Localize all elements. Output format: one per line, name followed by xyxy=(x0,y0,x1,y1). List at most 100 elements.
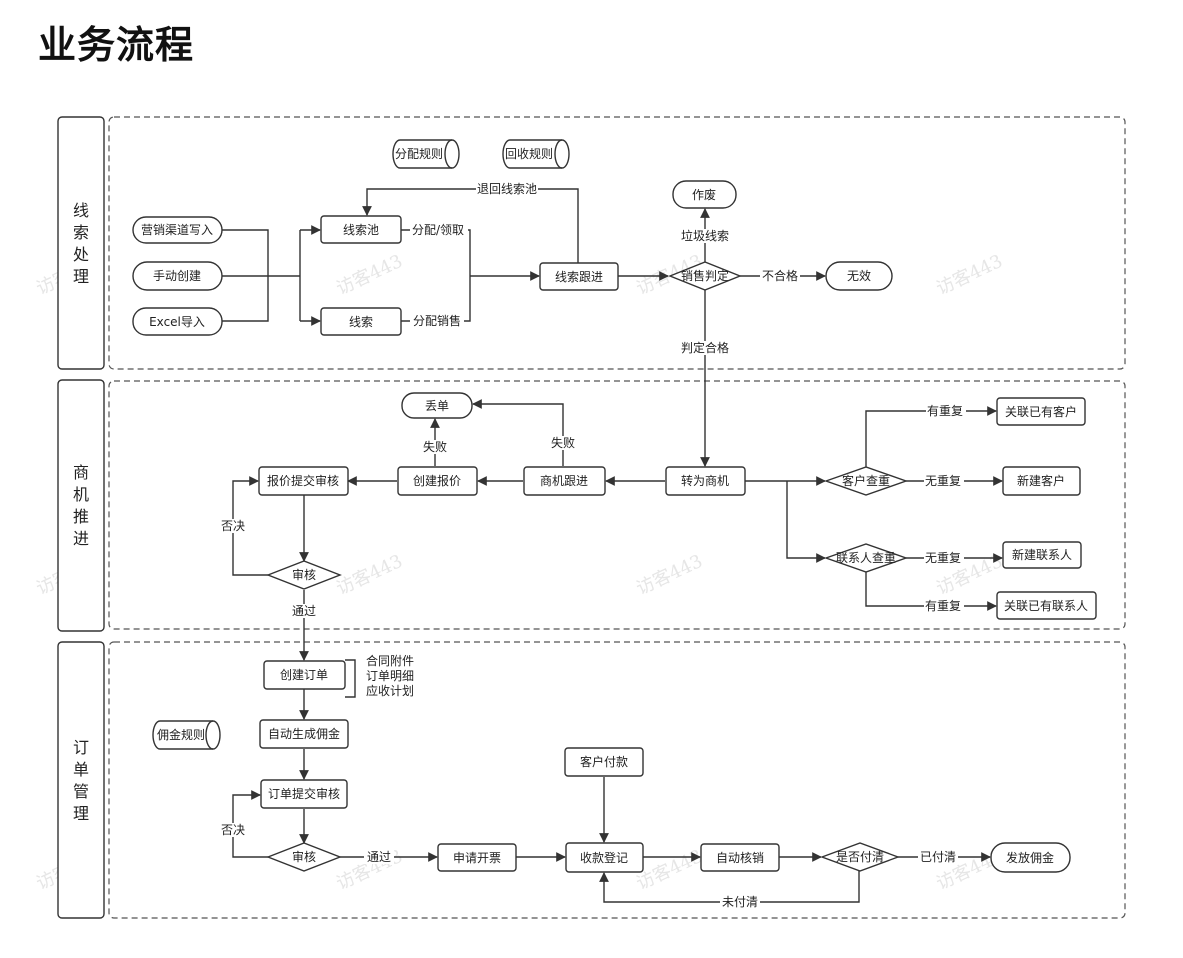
watermark: 访客443 xyxy=(933,251,1006,300)
lane-label-order: 订单管理 xyxy=(73,738,89,823)
node-manual-create-text: 手动创建 xyxy=(153,269,201,283)
node-link-customer xyxy=(996,397,1086,426)
lane-char: 处 xyxy=(73,245,89,264)
label-paid: 已付清 xyxy=(920,850,956,864)
node-receipt-text: 收款登记 xyxy=(580,850,628,865)
node-lost-text: 丢单 xyxy=(425,399,449,413)
node-lead-text: 线索 xyxy=(349,315,373,329)
commission-rule-text: 佣金规则 xyxy=(157,727,205,742)
node-void-text: 作废 xyxy=(692,187,716,202)
rule-recycle-cylinder: 回收规则 xyxy=(502,139,570,169)
node-quote-review xyxy=(258,466,349,496)
lane-char: 线 xyxy=(73,201,89,220)
nodes: 分配规则 回收规则 营销渠道写入 手动创建 Excel导入 线索池 线索 线索跟… xyxy=(132,139,1097,873)
label-has-dup-customer: 有重复 xyxy=(927,404,963,418)
watermarks: 访客443 访客443 访客443 访客443 访客443 访客443 访客44… xyxy=(33,251,1006,895)
lane-char: 推 xyxy=(73,507,89,526)
node-sales-judge-text: 销售判定 xyxy=(681,268,729,283)
node-customer-check xyxy=(823,466,909,496)
lane-frame-opportunity xyxy=(108,380,1126,630)
label-no-dup-contact: 无重复 xyxy=(925,551,961,565)
label-back-to-pool: 退回线索池 xyxy=(477,182,537,196)
label-qualified: 判定合格 xyxy=(681,340,729,355)
lane-header-opportunity xyxy=(57,379,105,632)
commission-rule-cylinder: 佣金规则 xyxy=(152,720,221,750)
label-unpaid: 未付清 xyxy=(722,895,758,909)
label-has-dup-contact: 有重复 xyxy=(925,599,961,613)
label-reject-order: 否决 xyxy=(221,823,245,837)
node-customer-payment-text: 客户付款 xyxy=(580,754,628,769)
lane-label-opportunity: 商机推进 xyxy=(73,463,89,548)
watermark: 访客443 xyxy=(633,551,706,600)
rule-recycle-text: 回收规则 xyxy=(505,146,553,161)
order-note-3: 应收计划 xyxy=(366,683,414,698)
lane-char: 机 xyxy=(73,485,89,504)
node-lead-pool-text: 线索池 xyxy=(343,223,379,237)
label-assign-sales: 分配销售 xyxy=(413,313,461,328)
node-quote-audit xyxy=(266,560,342,590)
node-contact-check-text: 联系人查重 xyxy=(836,551,896,565)
node-lead xyxy=(320,307,402,336)
node-marketing-channel xyxy=(132,216,223,244)
lane-char: 理 xyxy=(73,804,89,823)
node-new-customer-text: 新建客户 xyxy=(1017,473,1065,488)
label-pass-quote: 通过 xyxy=(292,604,316,618)
node-auto-writeoff xyxy=(700,843,780,872)
lane-char: 商 xyxy=(73,463,89,482)
label-pass-order: 通过 xyxy=(367,850,391,864)
node-quote-audit-text: 审核 xyxy=(292,567,316,582)
node-apply-invoice xyxy=(437,843,517,872)
node-excel-import xyxy=(132,307,223,336)
node-link-customer-text: 关联已有客户 xyxy=(1005,404,1077,419)
node-order-review-text: 订单提交审核 xyxy=(268,786,340,801)
node-auto-writeoff-text: 自动核销 xyxy=(716,851,764,865)
node-marketing-channel-text: 营销渠道写入 xyxy=(141,223,213,237)
node-opp-follow-text: 商机跟进 xyxy=(540,473,588,488)
node-apply-invoice-text: 申请开票 xyxy=(453,851,501,865)
node-paid-check-text: 是否付清 xyxy=(836,850,884,864)
node-new-contact xyxy=(1002,541,1082,569)
node-contact-check xyxy=(823,543,909,573)
lane-char: 索 xyxy=(73,223,89,242)
node-order-audit xyxy=(266,842,342,872)
watermark: 访客443 xyxy=(633,846,706,895)
watermark: 访客443 xyxy=(333,251,406,300)
edge-labels: 退回线索池 分配/领取 分配销售 垃圾线索 不合格 判定合格 失败 失败 有重复… xyxy=(218,182,966,909)
label-reject-quote: 否决 xyxy=(221,519,245,533)
lane-label-leads: 线索处理 xyxy=(73,201,89,286)
lane-char: 单 xyxy=(73,760,89,779)
node-link-contact-text: 关联已有联系人 xyxy=(1004,599,1088,613)
node-customer-payment xyxy=(564,747,644,777)
page-title: 业务流程 xyxy=(38,23,195,67)
lane-header-order xyxy=(57,641,105,919)
node-auto-commission xyxy=(259,719,349,749)
rule-assign-cylinder: 分配规则 xyxy=(392,139,460,169)
node-create-quote-text: 创建报价 xyxy=(413,473,461,488)
node-to-opportunity xyxy=(665,466,746,496)
node-opp-follow xyxy=(523,466,606,496)
node-invalid-text: 无效 xyxy=(847,268,871,283)
node-excel-import-text: Excel导入 xyxy=(149,315,205,329)
node-manual-create xyxy=(132,261,223,291)
label-no-dup-customer: 无重复 xyxy=(925,474,961,488)
node-paid-check xyxy=(819,842,901,872)
node-order-audit-text: 审核 xyxy=(292,849,316,864)
node-create-order-text: 创建订单 xyxy=(280,668,328,682)
node-new-customer xyxy=(1002,466,1081,496)
node-invalid xyxy=(825,261,893,291)
node-link-contact xyxy=(996,591,1097,620)
label-garbage: 垃圾线索 xyxy=(681,228,729,243)
lane-frame-leads xyxy=(108,116,1126,370)
node-lead-pool xyxy=(320,215,402,244)
node-to-opportunity-text: 转为商机 xyxy=(681,473,729,488)
lane-char: 进 xyxy=(73,529,89,548)
node-receipt xyxy=(565,842,644,873)
lane-header-leads xyxy=(57,116,105,370)
node-create-quote xyxy=(397,466,478,496)
node-create-order xyxy=(263,660,346,690)
node-sales-judge xyxy=(668,261,742,291)
node-void xyxy=(672,180,737,209)
node-lead-follow xyxy=(539,262,619,291)
label-fail-quote: 失败 xyxy=(423,439,447,454)
